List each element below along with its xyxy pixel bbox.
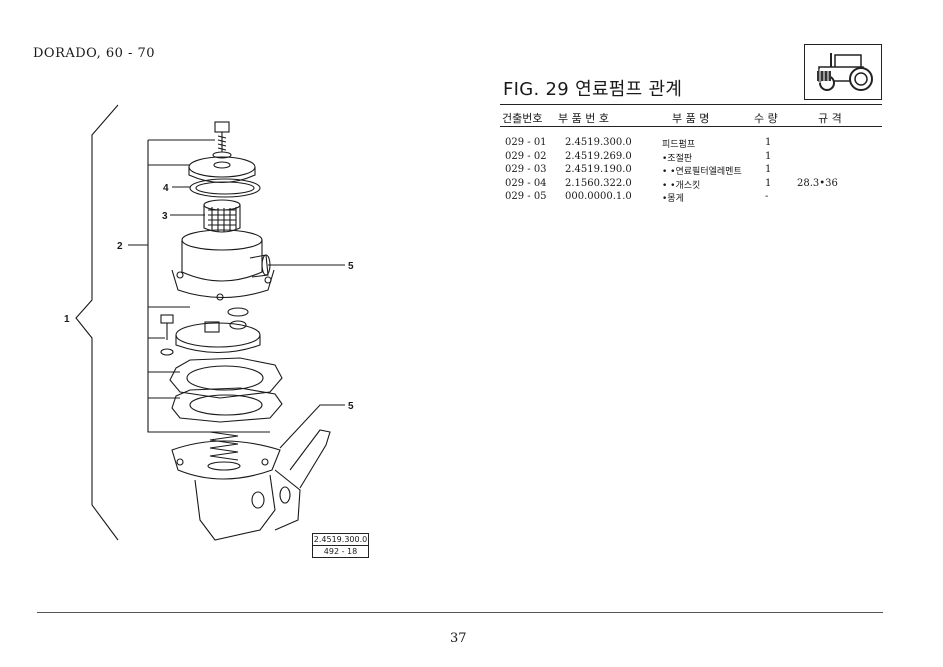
qty-cell: 1 <box>765 177 772 189</box>
footer-rule <box>37 612 883 613</box>
figure-title: FIG. 29 연료펌프 관계 <box>503 79 683 100</box>
bracket-2 <box>147 140 270 433</box>
fuel-pump-exploded-diagram: 1 2 3 4 5 5 <box>64 104 354 541</box>
ref-no-cell: 029 - 03 <box>505 164 547 175</box>
part-name-cell: •몽게 <box>662 194 684 204</box>
part-no-cell: 2.4519.190.0 <box>565 164 632 175</box>
callout-4: 4 <box>163 183 169 194</box>
part-label-code: 492 - 18 <box>313 545 368 557</box>
table-row: 029 - 05 000.0000.1.0 •몽게 - <box>505 191 885 205</box>
qty-cell: 1 <box>765 164 772 175</box>
page-number: 37 <box>450 631 467 646</box>
tractor-icon <box>817 53 873 91</box>
part-name-cell: • •연료필터엘레멘트 <box>662 167 742 177</box>
callout-1: 1 <box>64 314 70 325</box>
part-no-cell: 2.4519.300.0 <box>565 137 632 148</box>
header-part-name: 부 품 명 <box>672 112 710 125</box>
callout-2: 2 <box>117 241 123 252</box>
table-row: 029 - 02 2.4519.269.0 •조절판 1 <box>505 151 885 165</box>
table-row: 029 - 03 2.4519.190.0 • •연료필터엘레멘트 1 <box>505 164 885 178</box>
table-row: 029 - 04 2.1560.322.0 • •개스킷 1 28.3•36 <box>505 178 885 192</box>
callout-5-lower: 5 <box>348 401 354 412</box>
header-spec: 규 격 <box>818 112 842 125</box>
callout-5-upper: 5 <box>348 261 354 272</box>
ref-no-cell: 029 - 02 <box>505 150 547 162</box>
part-label-number: 2.4519.300.0 <box>313 535 368 544</box>
header-part-no: 부 품 번 호 <box>558 112 609 125</box>
bracket-1 <box>75 104 119 541</box>
header-ref-no: 건출번호 <box>502 112 543 125</box>
parts-table-body: 029 - 01 2.4519.300.0 피드펌프 1 029 - 02 2.… <box>505 137 885 205</box>
ref-no-cell: 029 - 05 <box>505 191 547 202</box>
table-row: 029 - 01 2.4519.300.0 피드펌프 1 <box>505 137 885 151</box>
parts-table-header: 건출번호 부 품 번 호 부 품 명 수 량 규 격 <box>500 104 882 127</box>
spec-cell: 28.3•36 <box>797 177 838 189</box>
callout-3: 3 <box>162 211 168 222</box>
qty-cell: 1 <box>765 137 772 148</box>
part-label-box: 2.4519.300.0 492 - 18 <box>312 533 369 558</box>
part-name-cell: • •개스킷 <box>662 180 701 191</box>
tractor-thumbnail <box>804 44 882 100</box>
header-quantity: 수 량 <box>754 112 778 125</box>
model-header: DORADO, 60 - 70 <box>33 46 156 61</box>
header-top-rule <box>500 104 882 105</box>
qty-cell: 1 <box>765 150 772 162</box>
part-name-cell: 피드펌프 <box>662 140 696 150</box>
part-no-cell: 2.1560.322.0 <box>565 177 632 189</box>
ref-no-cell: 029 - 04 <box>505 177 547 189</box>
part-no-cell: 2.4519.269.0 <box>565 150 632 162</box>
part-name-cell: •조절판 <box>662 153 693 164</box>
part-no-cell: 000.0000.1.0 <box>565 191 632 202</box>
qty-cell: - <box>765 191 769 202</box>
ref-no-cell: 029 - 01 <box>505 137 547 148</box>
